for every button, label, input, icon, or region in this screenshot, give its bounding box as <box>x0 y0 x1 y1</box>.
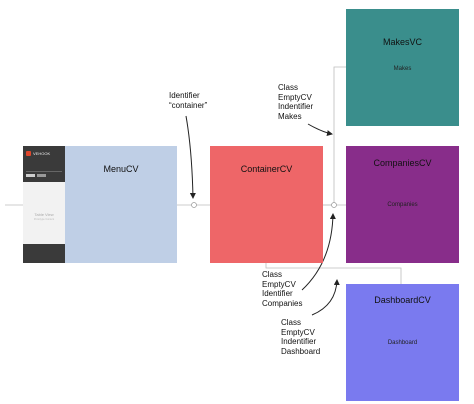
companies-annotation-arrow <box>301 213 336 291</box>
companies-scene[interactable]: CompaniesCV Companies <box>346 146 459 263</box>
container-scene[interactable]: ContainerCV <box>210 146 323 263</box>
dashboard-segue-line <box>265 263 402 284</box>
annotation-line: Makes <box>278 111 302 121</box>
menu-sidebar: VEHOOK Table View Prototype Content <box>23 146 65 263</box>
annotation-line: Indentifier <box>281 337 317 346</box>
makes-segue-line <box>323 66 346 206</box>
annotation-line: EmptyCV <box>262 279 296 289</box>
annotation-line: Class <box>281 318 302 327</box>
table-view-subtitle: Prototype Content <box>33 218 55 221</box>
annotation-line: EmptyCV <box>281 327 315 337</box>
segue-node[interactable] <box>191 202 197 208</box>
annotation-line: Dashboard <box>281 346 321 356</box>
menu-scene[interactable]: VEHOOK Table View Prototype Content Menu… <box>23 146 177 263</box>
makes-annotation: Class EmptyCV Indentifier Makes <box>278 83 313 121</box>
makes-scene-title: MakesVC <box>382 37 422 47</box>
sidebar-divider <box>26 171 62 172</box>
sidebar-footer <box>23 244 65 263</box>
companies-scene-title: CompaniesCV <box>373 158 432 168</box>
annotation-line: Companies <box>262 298 303 308</box>
app-logo-icon <box>26 151 31 156</box>
menu-scene-title: MenuCV <box>103 164 139 174</box>
sidebar-brand: VEHOOK <box>33 151 51 156</box>
dashboard-scene[interactable]: DashboardCV Dashboard <box>346 284 459 401</box>
table-view-title: Table View <box>34 212 54 217</box>
annotation-line: “container” <box>169 100 208 110</box>
annotation-line: EmptyCV <box>278 92 312 102</box>
annotation-line: Identifier <box>262 289 293 298</box>
makes-scene[interactable]: MakesVC Makes <box>346 9 459 126</box>
companies-scene-label: Companies <box>387 202 418 208</box>
container-annotation-arrow <box>185 115 196 199</box>
container-scene-title: ContainerCV <box>240 164 293 174</box>
segue-node[interactable] <box>331 202 337 208</box>
annotation-line: Indentifier <box>278 102 314 111</box>
dashboard-scene-title: DashboardCV <box>374 295 431 305</box>
annotation-line: Identifier <box>169 91 200 100</box>
annotation-line: Class <box>262 270 283 279</box>
companies-annotation: Class EmptyCV Identifier Companies <box>262 270 302 308</box>
annotation-line: Class <box>278 83 299 92</box>
dashboard-annotation: Class EmptyCV Indentifier Dashboard <box>281 318 320 356</box>
dashboard-scene-label: Dashboard <box>387 340 418 346</box>
container-annotation: Identifier “container” <box>169 91 207 110</box>
sidebar-chip <box>26 174 35 177</box>
sidebar-header: VEHOOK <box>23 146 65 182</box>
makes-annotation-arrow <box>307 123 333 136</box>
dashboard-annotation-arrow <box>311 279 340 316</box>
sidebar-chip <box>37 174 46 177</box>
makes-scene-label: Makes <box>393 66 412 72</box>
